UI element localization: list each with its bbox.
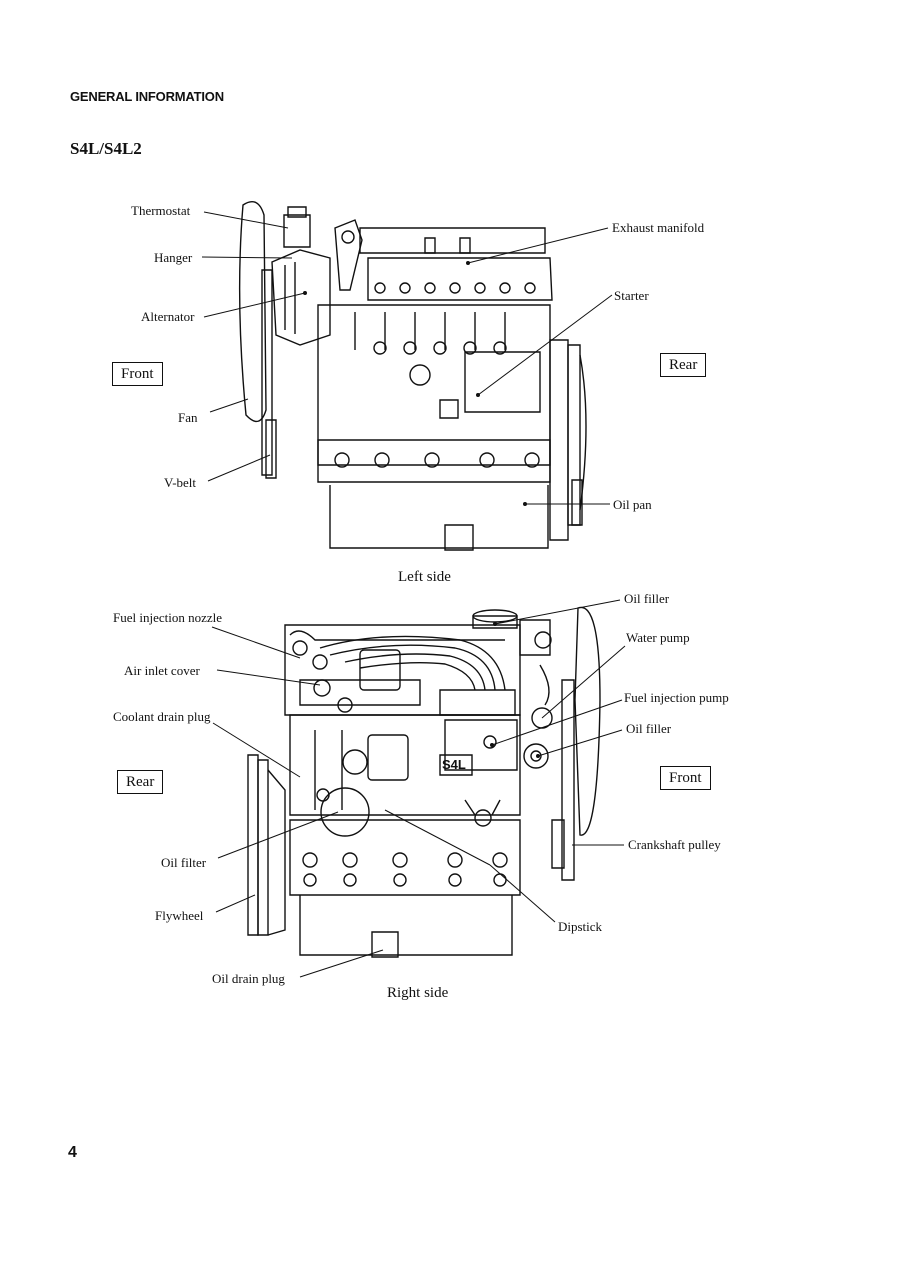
label-starter: Starter xyxy=(614,288,649,303)
left-front-box: Front xyxy=(112,362,163,386)
label-fuel-injection-pump: Fuel injection pump xyxy=(624,690,729,705)
model-title: S4L/S4L2 xyxy=(70,139,142,158)
leader-dots xyxy=(303,261,540,758)
label-thermostat: Thermostat xyxy=(131,203,191,218)
label-v-belt: V-belt xyxy=(164,475,197,490)
leader-lines xyxy=(202,212,625,977)
section-heading: GENERAL INFORMATION xyxy=(70,89,224,104)
label-fuel-injection-nozzle: Fuel injection nozzle xyxy=(113,610,223,625)
left-rear-box: Rear xyxy=(660,353,707,377)
right-front-box: Front xyxy=(660,766,711,790)
caption-left-side: Left side xyxy=(398,569,451,585)
right-rear-box: Rear xyxy=(117,770,164,794)
label-crankshaft-pulley: Crankshaft pulley xyxy=(628,837,721,852)
label-fan: Fan xyxy=(178,410,198,425)
engine-mark-plate: S4L xyxy=(442,757,466,772)
label-hanger: Hanger xyxy=(154,250,193,265)
label-air-inlet-cover: Air inlet cover xyxy=(124,663,200,678)
right-engine-drawing xyxy=(248,607,600,957)
label-alternator: Alternator xyxy=(141,309,195,324)
label-dipstick: Dipstick xyxy=(558,919,603,934)
label-oil-filler-side: Oil filler xyxy=(626,721,672,736)
label-oil-drain-plug: Oil drain plug xyxy=(212,971,285,986)
page-number: 4 xyxy=(68,1144,77,1161)
label-coolant-drain-plug: Coolant drain plug xyxy=(113,709,211,724)
label-flywheel: Flywheel xyxy=(155,908,204,923)
label-oil-filler-top: Oil filler xyxy=(624,591,670,606)
label-oil-pan: Oil pan xyxy=(613,497,652,512)
left-engine-drawing xyxy=(240,202,586,550)
caption-right-side: Right side xyxy=(387,985,449,1001)
label-exhaust-manifold: Exhaust manifold xyxy=(612,220,705,235)
label-water-pump: Water pump xyxy=(626,630,690,645)
label-oil-filter: Oil filter xyxy=(161,855,207,870)
